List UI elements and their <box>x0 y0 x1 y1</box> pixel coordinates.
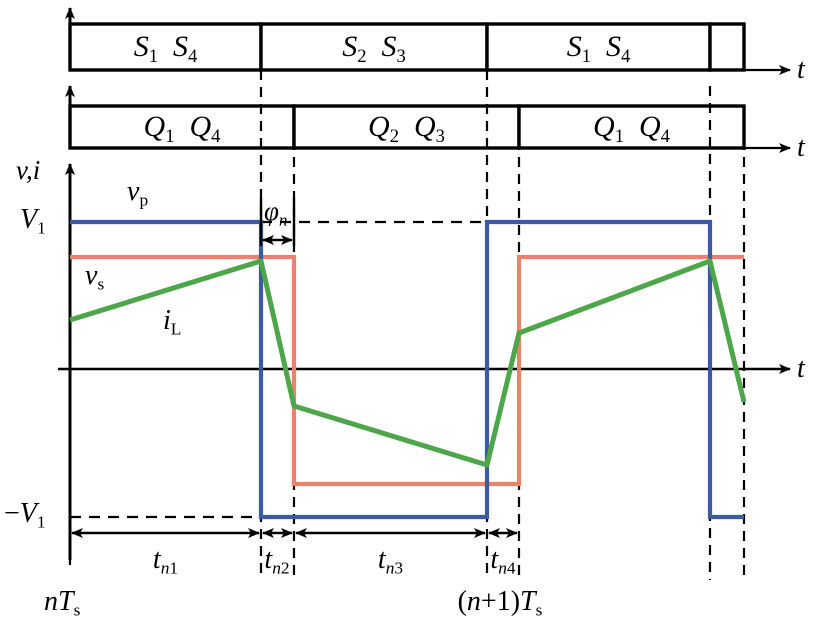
period-start-label: nTs <box>44 586 81 620</box>
period-end-label: (n+1)Ts <box>457 586 543 620</box>
plot-axis-label-t: t <box>797 353 805 384</box>
interval-label-tn1: tn1 <box>152 544 179 578</box>
bar-segment-s1s4-first: S1 S4 <box>133 30 198 67</box>
curve-label-vp: vp <box>127 176 149 210</box>
level-label-negative-v1: −V1 <box>4 498 46 532</box>
bar-segment-q2q3: Q2 Q3 <box>368 110 445 147</box>
y-axis-label: v,i <box>16 155 41 185</box>
bar-segment-s1s4-second: S1 S4 <box>566 30 631 67</box>
bar-top-axis-label-t: t <box>797 54 805 85</box>
phase-shift-marker <box>259 198 296 246</box>
vs-waveform <box>70 254 744 487</box>
level-label-positive-v1: V1 <box>20 204 46 238</box>
interval-label-tn2: tn2 <box>264 544 290 578</box>
primary-switch-bar-graphic <box>65 7 791 75</box>
interval-label-tn3: tn3 <box>377 544 404 578</box>
plot-axes <box>58 163 791 560</box>
bar-segment-s2s3: S2 S3 <box>342 30 406 67</box>
curve-label-vs: vs <box>85 260 105 294</box>
bar-bottom-axis-label-t: t <box>797 132 805 163</box>
interval-label-tn4: tn4 <box>490 544 516 578</box>
bar-segment-q1q4-second: Q1 Q4 <box>593 110 670 147</box>
curve-label-iL: iL <box>163 305 182 339</box>
phase-shift-label: φn <box>264 196 288 230</box>
iL-waveform <box>69 258 747 468</box>
bar-segment-q1q4-first: Q1 Q4 <box>143 110 221 147</box>
dashed-level-guides <box>70 220 500 519</box>
